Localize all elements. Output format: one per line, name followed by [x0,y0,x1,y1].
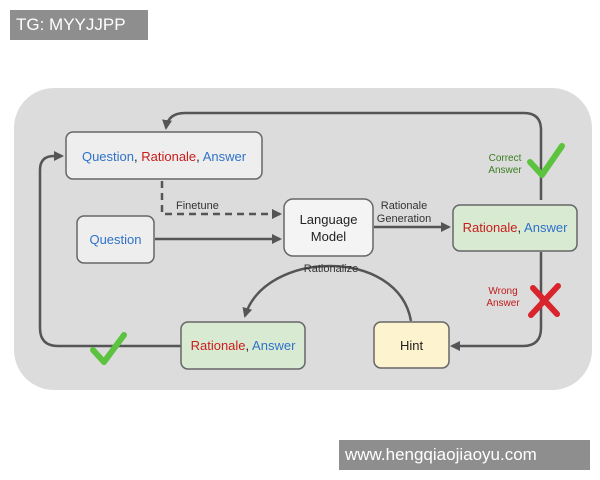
qra-label: Question, Rationale, Answer [82,149,247,164]
qra-box [65,131,263,180]
watermark-url: www.hengqiaojiaoyu.com [339,440,590,470]
finetune-label: Finetune [176,200,219,212]
finetune-arrow [160,181,282,219]
check-icon [90,332,127,365]
wrong-answer-line2: Answer [486,298,520,309]
check-icon [527,143,565,178]
generated-rationale-box [452,204,578,252]
cross-icon [528,283,561,318]
question-label: Question [89,232,141,247]
correct-answer-line1: Correct [489,153,522,164]
wrong-answer-line1: Wrong [488,286,517,297]
language-model-line2: Model [311,229,347,244]
hint-box [373,321,450,369]
correct-answer-line2: Answer [488,165,522,176]
wrong-loop-arrow [450,252,543,351]
rationale-generation-line2: Generation [377,213,431,225]
rationale-generation-line1: Rationale [381,200,427,212]
watermark-top-left: TG: MYYJJPP [10,10,148,40]
correct-loop-arrow [162,111,543,200]
rationalize-arrow [242,264,413,322]
rationalize-label: Rationalize [304,263,358,275]
rationalized-box [180,321,306,370]
rationalized-label: Rationale, Answer [191,338,296,353]
generated-rationale-label: Rationale, Answer [463,220,568,235]
question-box [76,215,155,264]
rationalized-loop-arrow [38,151,181,348]
language-model-line1: Language [300,212,358,227]
hint-label: Hint [400,338,424,353]
language-model-box [283,198,374,257]
